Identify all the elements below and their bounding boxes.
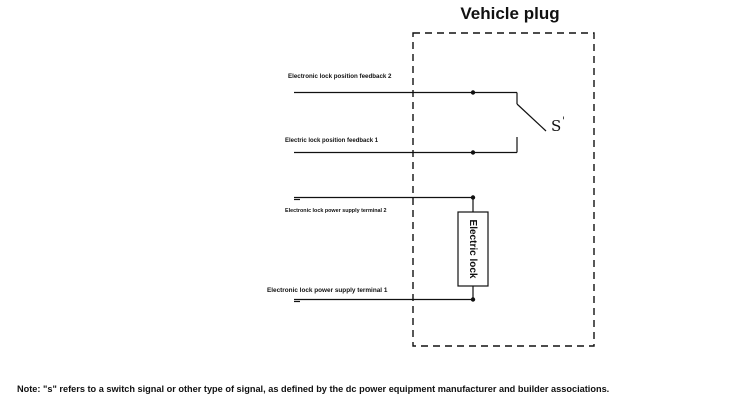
switch-s-mark: ' (562, 116, 565, 127)
label-feedback-2: Electronic lock position feedback 2 (288, 73, 392, 80)
switch-s-label: S (551, 117, 561, 135)
label-supply-1: Electronic lock power supply terminal 1 (267, 287, 388, 294)
electric-lock-label: Electric lock (467, 220, 478, 279)
label-feedback-1: Electric lock position feedback 1 (285, 138, 379, 144)
diagram-title: Vehicle plug (460, 4, 559, 23)
label-supply-2: Electronic lock power supply terminal 2 (285, 208, 387, 214)
node-supply-1 (470, 297, 476, 302)
node-feedback-1 (470, 150, 476, 155)
node-feedback-2 (470, 90, 476, 95)
footnote: Note: "s" refers to a switch signal or o… (17, 384, 609, 394)
vehicle-plug-boundary (412, 32, 595, 347)
switch-s-blade (516, 103, 547, 132)
